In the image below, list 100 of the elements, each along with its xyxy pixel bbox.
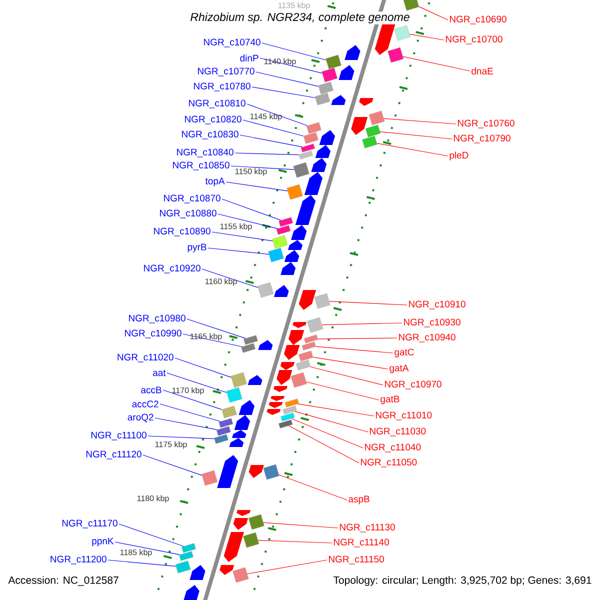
leader-line <box>376 143 448 156</box>
gene-block <box>243 532 260 548</box>
gene-block <box>280 412 295 422</box>
gene-label: NGR_c10810 <box>189 100 246 108</box>
gene-block <box>298 350 314 362</box>
leader-line <box>256 72 319 87</box>
leader-line <box>278 474 348 500</box>
gene-block <box>248 514 264 530</box>
leader-line <box>258 540 332 544</box>
gene-label: NGR_c10760 <box>458 120 514 128</box>
leader-line <box>208 248 270 255</box>
leader-line <box>212 232 273 242</box>
gene-block <box>276 225 291 235</box>
leader-line <box>298 404 374 416</box>
gene-label: NGR_c11010 <box>376 412 432 420</box>
gene-block <box>362 136 378 148</box>
gene-label: NGR_c10870 <box>164 194 220 204</box>
leader-line <box>310 366 384 386</box>
gene-block <box>307 317 324 333</box>
leader-line <box>174 358 232 378</box>
gene-label: NGR_c10880 <box>160 210 216 218</box>
gene-block <box>403 0 420 11</box>
scale-label: 1180 kbp <box>137 495 169 503</box>
gene-block <box>268 248 284 262</box>
leader-line <box>186 318 246 339</box>
gene-label: NGR_c10930 <box>404 318 460 328</box>
gene-block <box>300 144 315 152</box>
gene-label: NGR_c11050 <box>361 458 417 468</box>
gene-label: NGR_c10820 <box>185 116 242 124</box>
leader-line <box>380 131 452 140</box>
gene-block <box>263 464 280 480</box>
leader-line <box>409 34 444 40</box>
gene-label: NGR_c10970 <box>385 380 442 390</box>
leader-line <box>312 356 388 370</box>
gene-block <box>394 25 410 41</box>
leader-line <box>418 6 448 20</box>
gene-label: topA <box>205 178 225 186</box>
gene-label: aroQ2 <box>128 414 154 422</box>
leader-line <box>316 346 394 354</box>
gene-block <box>304 334 318 344</box>
gene-block <box>278 217 294 227</box>
leader-line <box>148 436 214 440</box>
gene-block <box>388 47 404 63</box>
leader-line <box>329 301 408 306</box>
leader-line <box>222 198 282 220</box>
leader-line <box>263 522 338 528</box>
gene-block <box>216 426 231 436</box>
gene-block <box>298 150 313 160</box>
gene-label: NGR_c10890 <box>154 228 210 236</box>
gene-block <box>326 54 342 70</box>
scale-label: 1175 kbp <box>155 441 187 449</box>
scale-label: 1145 kbp <box>250 113 282 121</box>
gene-block <box>314 92 330 106</box>
gene-label: pyrB <box>188 244 206 252</box>
gene-block <box>214 434 228 444</box>
gene-label: NGR_c10990 <box>125 330 182 338</box>
gene-block <box>272 235 288 249</box>
gene-label: NGR_c10840 <box>177 148 234 158</box>
leader-line <box>288 425 360 464</box>
gene-block <box>290 372 307 388</box>
leader-line <box>202 268 258 288</box>
leader-line <box>247 560 328 574</box>
title: Rhizobium sp. NGR234, complete genome <box>189 12 411 24</box>
leader-line <box>402 56 470 72</box>
gene-label: gatB <box>380 396 400 404</box>
leader-line <box>252 86 316 98</box>
leader-line <box>118 524 184 547</box>
footer-text: Topology: circular; Length: 3,925,702 bp; Genes: 3,691 <box>332 575 593 587</box>
gene-label: NGR_c10790 <box>454 134 510 144</box>
gene-label: NGR_c10910 <box>409 300 466 310</box>
gene-label: NGR_c11020 <box>118 354 174 362</box>
gene-label: NGR_c10980 <box>129 314 186 324</box>
leader-line <box>318 338 398 340</box>
gene-label: dinP <box>240 54 258 62</box>
leader-line <box>226 182 288 192</box>
scale-label: 1150 kbp <box>235 168 267 176</box>
gene-label: NGR_c10700 <box>446 36 502 44</box>
gene-block <box>278 420 293 428</box>
footer-text: Accession: NC_012587 <box>7 575 120 587</box>
gene-label: dnaE <box>472 68 493 74</box>
gene-label: accC2 <box>132 400 158 408</box>
scale-label: 1135 kbp <box>278 2 310 10</box>
gene-block <box>303 132 318 144</box>
gene-block <box>302 342 316 350</box>
gene-block <box>314 293 330 309</box>
gene-label: NGR_c11170 <box>62 520 118 528</box>
gene-label: gatA <box>390 364 409 374</box>
gene-label: NGR_c10920 <box>144 264 200 274</box>
gene-block <box>181 543 196 553</box>
gene-label: NGR_c11030 <box>370 428 426 436</box>
gene-block <box>318 82 334 94</box>
gene-block <box>226 387 242 403</box>
leader-line <box>384 118 456 124</box>
gene-block <box>284 398 299 408</box>
gene-label: NGR_c11120 <box>86 450 142 460</box>
gene-block <box>175 560 191 574</box>
gene-label: NGR_c10830 <box>182 130 238 140</box>
leader-line <box>114 542 180 555</box>
gene-label: NGR_c11150 <box>328 556 384 564</box>
leader-line <box>240 134 303 148</box>
